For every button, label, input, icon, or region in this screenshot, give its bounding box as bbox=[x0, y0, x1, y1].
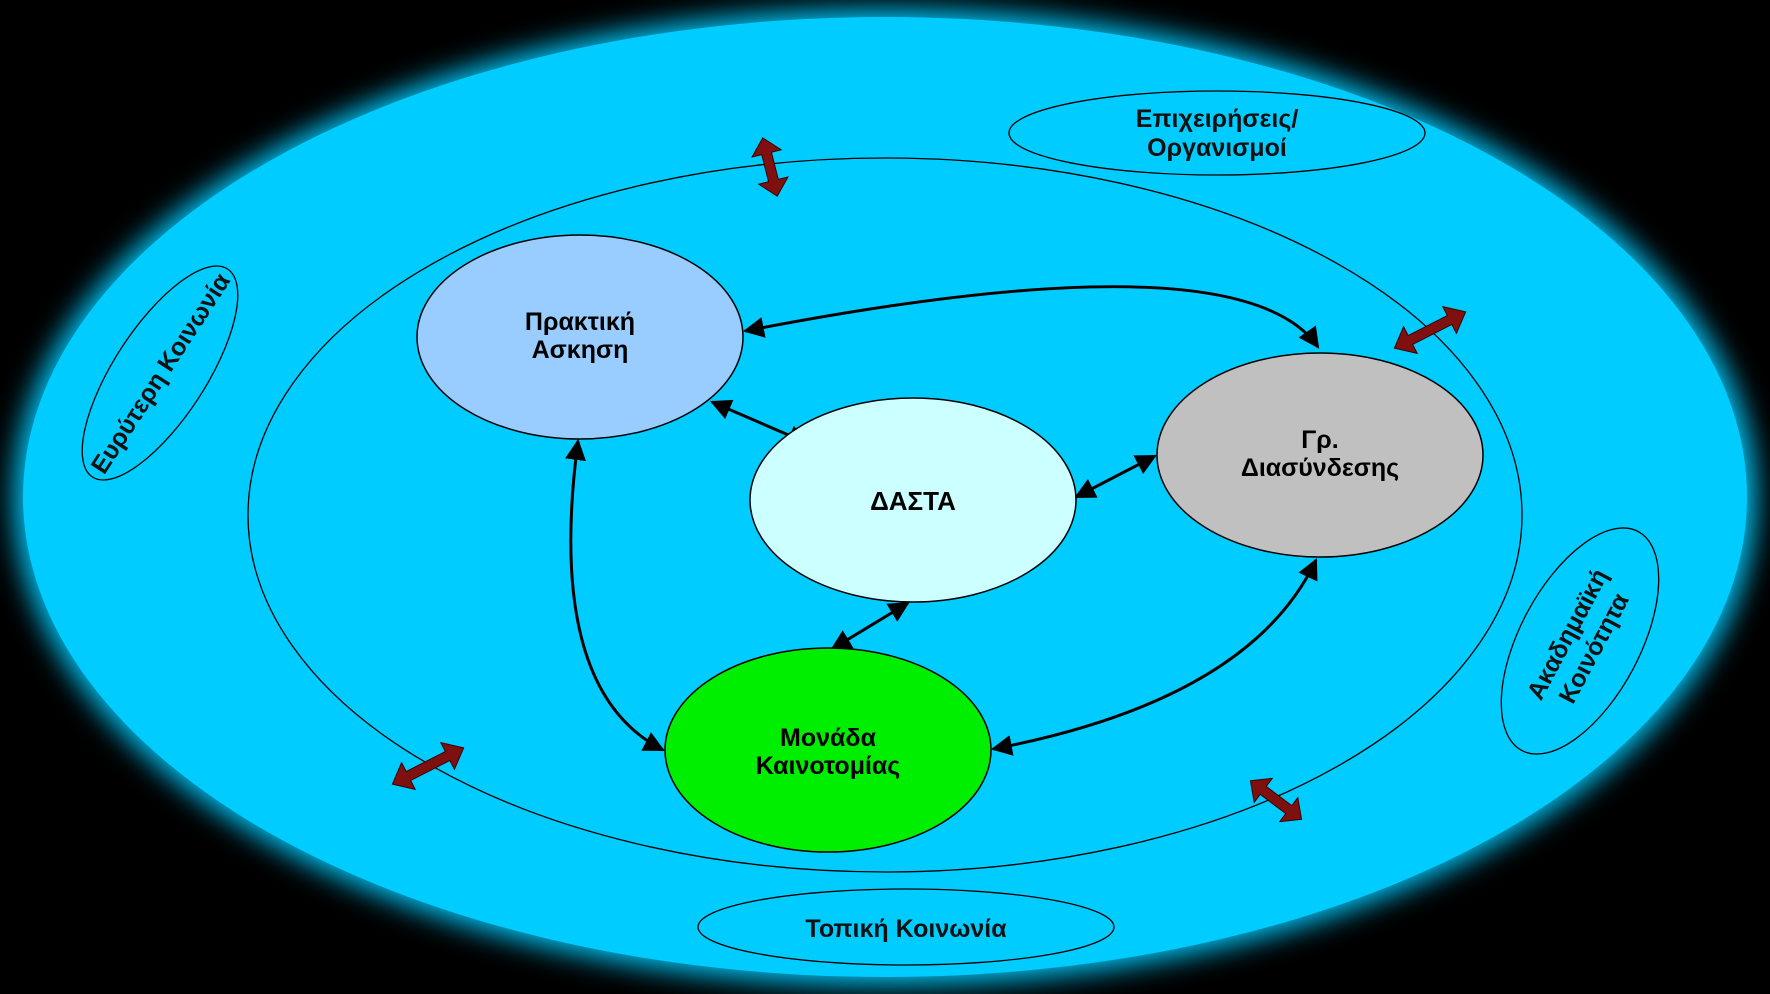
node-monada-kainotomias: Μονάδα Καινοτομίας bbox=[664, 647, 992, 853]
node-dasta: ΔΑΣΤΑ bbox=[749, 397, 1077, 603]
node-diasyndesi-line1: Γρ. bbox=[1301, 426, 1338, 454]
university-boundary bbox=[247, 157, 1523, 873]
stakeholder-epixeiriseis: Επιχειρήσεις/ Οργανισμοί bbox=[1008, 90, 1426, 176]
exchange-arrow-bottom bbox=[1249, 777, 1303, 823]
connector-dasta-diasyndesi bbox=[1074, 454, 1157, 499]
connector-praktiki-monada bbox=[565, 438, 665, 752]
node-diasyndesi-line2: Διασύνδεσης bbox=[1241, 454, 1399, 482]
connector-diasyndesi-monada bbox=[990, 558, 1318, 756]
node-praktiki-line1: Πρακτική bbox=[525, 308, 635, 336]
exchange-arrow-right bbox=[1393, 305, 1467, 355]
node-monada-line2: Καινοτομίας bbox=[756, 752, 901, 780]
node-praktiki-askisi: Πρακτική Ασκηση bbox=[416, 234, 744, 440]
stakeholder-epixeiriseis-line1: Επιχειρήσεις/ bbox=[1136, 105, 1299, 133]
stakeholder-epixeiriseis-line2: Οργανισμοί bbox=[1147, 134, 1287, 162]
node-praktiki-line2: Ασκηση bbox=[532, 336, 629, 364]
connector-praktiki-diasyndesi bbox=[742, 285, 1320, 349]
node-monada-line1: Μονάδα bbox=[780, 724, 877, 752]
node-diasyndesi: Γρ. Διασύνδεσης bbox=[1156, 352, 1484, 558]
stakeholder-topiki: Τοπική Κοινωνία bbox=[697, 888, 1115, 966]
connector-dasta-monada bbox=[830, 601, 910, 651]
exchange-arrow-left bbox=[391, 741, 465, 791]
exchange-arrow-top bbox=[751, 137, 789, 197]
node-dasta-label: ΔΑΣΤΑ bbox=[870, 486, 956, 516]
stakeholder-topiki-label: Τοπική Κοινωνία bbox=[805, 915, 1007, 943]
